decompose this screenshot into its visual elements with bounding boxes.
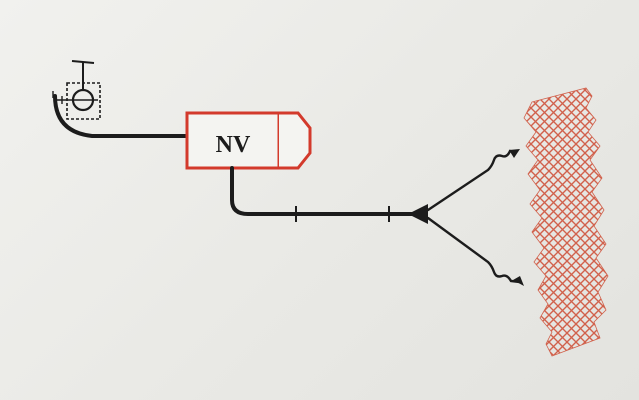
sensor-head-icon bbox=[52, 60, 101, 120]
hatched-wall-icon bbox=[523, 87, 609, 357]
wave-arrow-icon-lower bbox=[426, 216, 524, 286]
output-cable bbox=[230, 166, 414, 216]
splitter bbox=[408, 204, 428, 224]
device-label: NV bbox=[216, 132, 251, 158]
sensor-cable bbox=[53, 94, 189, 138]
wave-arrow-icon bbox=[426, 149, 520, 212]
nv-device: NV bbox=[185, 111, 312, 170]
